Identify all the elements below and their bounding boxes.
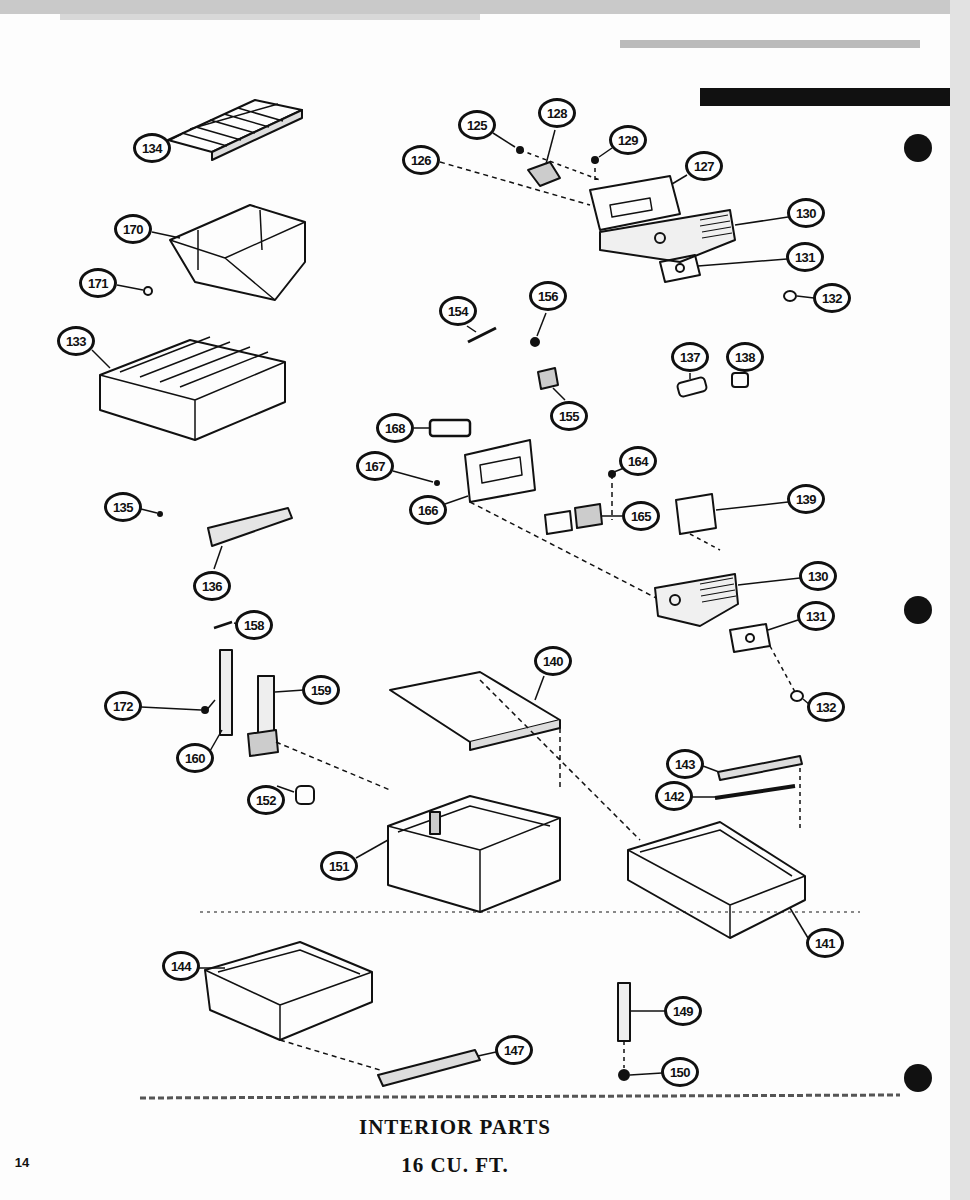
callout-number: 154 xyxy=(448,304,468,319)
callout-circle: 126 xyxy=(402,145,440,175)
callout-circle: 150 xyxy=(661,1057,699,1087)
callout-number: 141 xyxy=(815,936,835,951)
callout-number: 126 xyxy=(411,153,431,168)
callout-circle: 143 xyxy=(666,749,704,779)
callout-number: 130 xyxy=(796,206,816,221)
callout-circle: 134 xyxy=(133,133,171,163)
callout-circle: 125 xyxy=(458,110,496,140)
callout-circle: 142 xyxy=(655,781,693,811)
callout-circle: 127 xyxy=(685,151,723,181)
callout-circle: 140 xyxy=(534,646,572,676)
callout-circle: 151 xyxy=(320,851,358,881)
callout-number: 144 xyxy=(171,959,191,974)
callout-circle: 171 xyxy=(79,268,117,298)
callout-number: 132 xyxy=(822,291,842,306)
callout-number: 151 xyxy=(329,859,349,874)
callout-number: 134 xyxy=(142,141,162,156)
callout-circle: 168 xyxy=(376,413,414,443)
callout-circle: 147 xyxy=(495,1035,533,1065)
callout-number: 147 xyxy=(504,1043,524,1058)
callout-number: 156 xyxy=(538,289,558,304)
page-title: INTERIOR PARTS 16 CU. FT. xyxy=(355,1108,555,1184)
callout-number: 168 xyxy=(385,421,405,436)
callout-number: 140 xyxy=(543,654,563,669)
callout-number: 130 xyxy=(808,569,828,584)
callout-number: 129 xyxy=(618,133,638,148)
callout-circle: 158 xyxy=(235,610,273,640)
callout-number: 170 xyxy=(123,222,143,237)
callout-number: 136 xyxy=(202,579,222,594)
callout-number: 139 xyxy=(796,492,816,507)
callout-number: 127 xyxy=(694,159,714,174)
callout-circle: 155 xyxy=(550,401,588,431)
page-number: 14 xyxy=(15,1155,29,1170)
callout-circle: 141 xyxy=(806,928,844,958)
callout-number: 167 xyxy=(365,459,385,474)
callout-number: 152 xyxy=(256,793,276,808)
callout-number: 158 xyxy=(244,618,264,633)
callout-circle: 131 xyxy=(797,601,835,631)
callout-number: 160 xyxy=(185,751,205,766)
callout-circle: 156 xyxy=(529,281,567,311)
callout-number: 155 xyxy=(559,409,579,424)
callout-circle: 144 xyxy=(162,951,200,981)
callout-number: 128 xyxy=(547,106,567,121)
callout-circle: 172 xyxy=(104,691,142,721)
callout-circle: 130 xyxy=(787,198,825,228)
callout-number: 166 xyxy=(418,503,438,518)
callout-number: 164 xyxy=(628,454,648,469)
callout-circle: 165 xyxy=(622,501,660,531)
callout-circle: 133 xyxy=(57,326,95,356)
callout-number: 137 xyxy=(680,350,700,365)
callout-circle: 130 xyxy=(799,561,837,591)
callout-number: 135 xyxy=(113,500,133,515)
callout-circle: 166 xyxy=(409,495,447,525)
callout-number: 132 xyxy=(816,700,836,715)
callout-circle: 131 xyxy=(786,242,824,272)
callout-circle: 132 xyxy=(813,283,851,313)
callout-number: 138 xyxy=(735,350,755,365)
callout-number: 133 xyxy=(66,334,86,349)
callout-circle: 128 xyxy=(538,98,576,128)
callout-number: 165 xyxy=(631,509,651,524)
callout-number: 159 xyxy=(311,683,331,698)
callout-circle: 135 xyxy=(104,492,142,522)
callout-number: 143 xyxy=(675,757,695,772)
callout-circle: 137 xyxy=(671,342,709,372)
callout-circle: 170 xyxy=(114,214,152,244)
callout-circle: 132 xyxy=(807,692,845,722)
callout-circle: 139 xyxy=(787,484,825,514)
callout-circle: 160 xyxy=(176,743,214,773)
callout-circle: 138 xyxy=(726,342,764,372)
callout-number: 172 xyxy=(113,699,133,714)
callout-circle: 167 xyxy=(356,451,394,481)
callout-circle: 152 xyxy=(247,785,285,815)
callout-number: 171 xyxy=(88,276,108,291)
callout-circle: 149 xyxy=(664,996,702,1026)
callout-circle: 154 xyxy=(439,296,477,326)
callout-number: 142 xyxy=(664,789,684,804)
callout-circle: 129 xyxy=(609,125,647,155)
callout-circle: 136 xyxy=(193,571,231,601)
callout-number: 131 xyxy=(806,609,826,624)
callout-number: 150 xyxy=(670,1065,690,1080)
callout-number: 149 xyxy=(673,1004,693,1019)
callout-circle: 159 xyxy=(302,675,340,705)
callout-number: 131 xyxy=(795,250,815,265)
callout-circle: 164 xyxy=(619,446,657,476)
page-number: 14 xyxy=(15,1155,29,1170)
callout-number: 125 xyxy=(467,118,487,133)
